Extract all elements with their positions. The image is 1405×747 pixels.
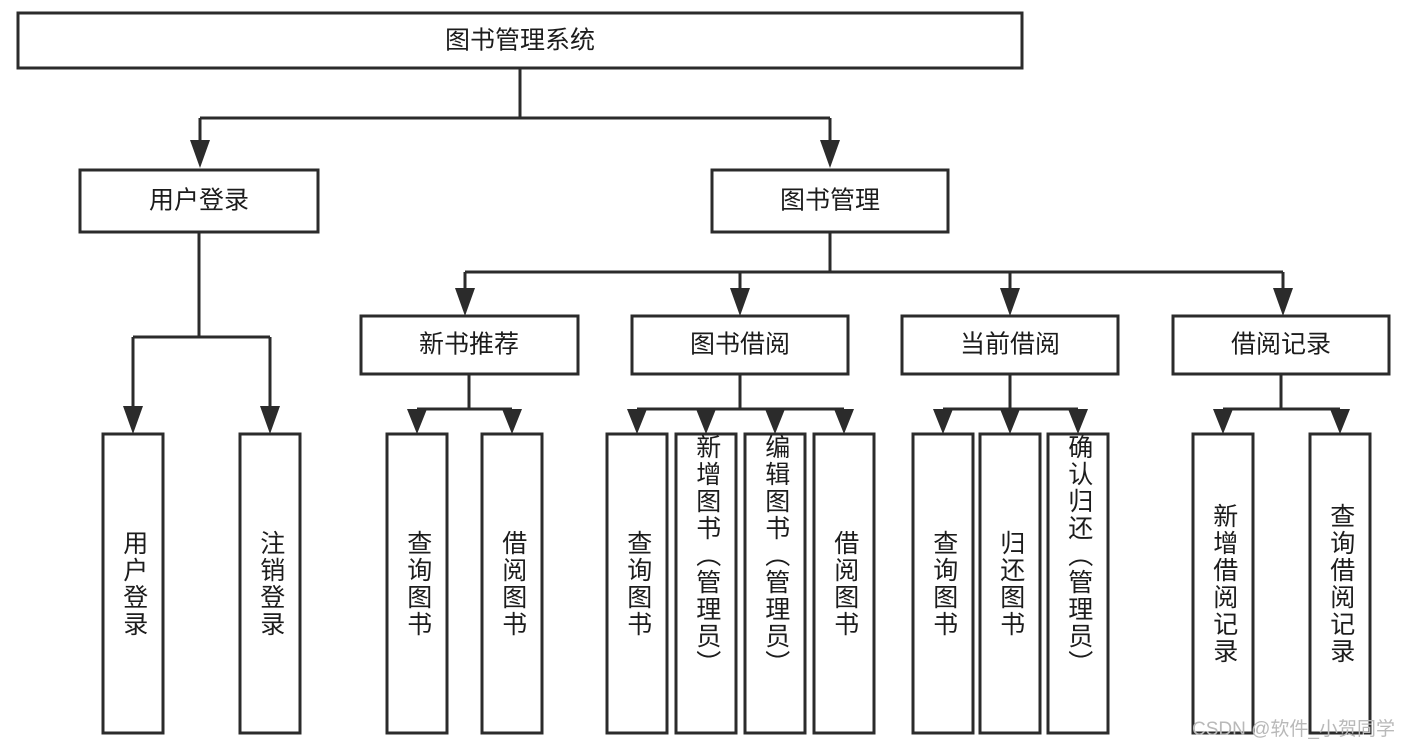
leaf-box[interactable] [911,432,975,735]
arrow-head-icon [820,140,840,168]
arrow-head-icon [627,409,647,434]
arrow-head-icon [730,288,750,316]
node-current-borrow[interactable]: 当前借阅 [900,314,1120,376]
leaf-box[interactable] [1308,432,1372,735]
arrow-head-icon [260,406,280,434]
root-box[interactable] [16,11,1024,70]
connector-root-to-level2 [190,68,840,168]
node-book-borrow[interactable]: 图书借阅 [630,314,850,376]
arrow-head-icon [933,409,953,434]
borrow-record-label: 借阅记录 [1231,331,1331,359]
leaf-box[interactable] [674,432,738,735]
leaf-box[interactable] [1191,432,1255,735]
arrow-head-icon [502,409,522,434]
arrow-head-icon [1068,409,1088,434]
new-book-recommend-box[interactable] [359,314,580,376]
leaf-box[interactable] [1046,432,1110,735]
watermark-text: CSDN @软件_小贺同学 [1192,719,1395,740]
leaf-box[interactable] [385,432,449,735]
leaf-box[interactable] [605,432,669,735]
node-user-login[interactable]: 用户登录 [78,168,320,234]
root-label: 图书管理系统 [445,27,595,55]
node-new-book-recommend[interactable]: 新书推荐 [359,314,580,376]
arrow-head-icon [834,409,854,434]
leaf-box[interactable] [978,432,1042,735]
connector-newbook-to-leaves [407,374,522,434]
node-borrow-record[interactable]: 借阅记录 [1171,314,1391,376]
leaf-box[interactable] [812,432,876,735]
connector-borrowrecord-to-leaves [1213,374,1350,434]
arrow-head-icon [696,409,716,434]
user-login-label: 用户登录 [149,187,249,215]
node-root[interactable]: 图书管理系统 [16,11,1024,70]
arrow-head-icon [1000,409,1020,434]
arrow-head-icon [407,409,427,434]
arrow-head-icon [1000,288,1020,316]
arrow-head-icon [1213,409,1233,434]
leaf-box[interactable] [101,432,165,735]
arrow-head-icon [1273,288,1293,316]
connector-bookborrow-to-leaves [627,374,854,434]
user-login-box[interactable] [78,168,320,234]
connector-userlogin-to-leaves [123,232,280,434]
leaf-box[interactable] [743,432,807,735]
arrow-head-icon [190,140,210,168]
new-book-recommend-label: 新书推荐 [419,331,519,359]
connector-bookmgmt-to-level3 [455,232,1293,316]
node-book-management[interactable]: 图书管理 [710,168,950,234]
arrow-head-icon [455,288,475,316]
book-borrow-label: 图书借阅 [690,331,790,359]
leaf-boxes-group [101,432,1372,735]
arrow-head-icon [765,409,785,434]
current-borrow-label: 当前借阅 [960,331,1060,359]
arrow-head-icon [1330,409,1350,434]
leaf-box[interactable] [480,432,544,735]
current-borrow-box[interactable] [900,314,1120,376]
connector-currentborrow-to-leaves [933,374,1088,434]
book-management-label: 图书管理 [780,187,880,215]
leaf-box[interactable] [238,432,302,735]
arrow-head-icon [123,406,143,434]
